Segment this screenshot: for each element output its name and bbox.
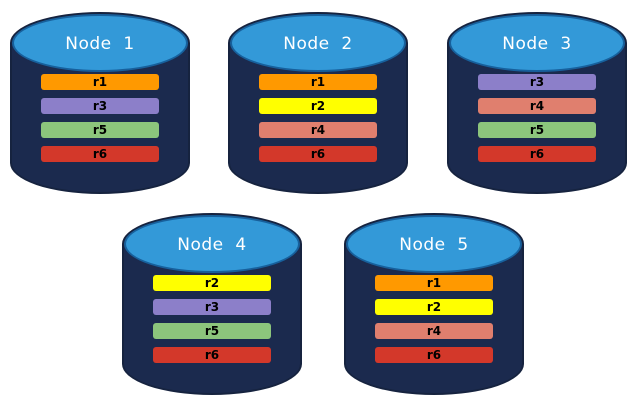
database-cylinder-node-3[interactable]: Node 3 r3 r4 r5 r6 — [447, 12, 627, 194]
replica-bar-r3[interactable]: r3 — [40, 98, 160, 114]
replica-bar-r1[interactable]: r1 — [374, 275, 494, 291]
replica-bar-r4[interactable]: r4 — [374, 323, 494, 339]
replica-bar-r2[interactable]: r2 — [152, 275, 272, 291]
replica-bar-r5[interactable]: r5 — [152, 323, 272, 339]
replica-bar-r2[interactable]: r2 — [258, 98, 378, 114]
replica-list: r2 r3 r5 r6 — [122, 275, 302, 363]
replica-bar-r5[interactable]: r5 — [477, 122, 597, 138]
node-label: Node 3 — [502, 34, 572, 54]
replica-list: r1 r2 r4 r6 — [228, 74, 408, 162]
replica-bar-r2[interactable]: r2 — [374, 299, 494, 315]
replica-bar-r6[interactable]: r6 — [258, 146, 378, 162]
replica-bar-r1[interactable]: r1 — [40, 74, 160, 90]
replica-bar-r6[interactable]: r6 — [477, 146, 597, 162]
replica-bar-r4[interactable]: r4 — [477, 98, 597, 114]
cylinder-top-ellipse-icon — [124, 215, 300, 273]
database-cylinder-node-2[interactable]: Node 2 r1 r2 r4 r6 — [228, 12, 408, 194]
cylinder-top-ellipse-icon — [12, 14, 188, 72]
replica-list: r1 r3 r5 r6 — [10, 74, 190, 162]
replica-bar-r3[interactable]: r3 — [477, 74, 597, 90]
replica-list: r1 r2 r4 r6 — [344, 275, 524, 363]
replica-bar-r6[interactable]: r6 — [40, 146, 160, 162]
replica-bar-r6[interactable]: r6 — [374, 347, 494, 363]
replica-bar-r3[interactable]: r3 — [152, 299, 272, 315]
replica-bar-r6[interactable]: r6 — [152, 347, 272, 363]
database-cylinder-node-1[interactable]: Node 1 r1 r3 r5 r6 — [10, 12, 190, 194]
replica-bar-r5[interactable]: r5 — [40, 122, 160, 138]
cylinder-top-ellipse-icon — [346, 215, 522, 273]
node-label: Node 1 — [65, 34, 135, 54]
node-label: Node 5 — [399, 235, 469, 255]
replica-bar-r4[interactable]: r4 — [258, 122, 378, 138]
database-cylinder-node-5[interactable]: Node 5 r1 r2 r4 r6 — [344, 213, 524, 395]
replica-bar-r1[interactable]: r1 — [258, 74, 378, 90]
database-cylinder-node-4[interactable]: Node 4 r2 r3 r5 r6 — [122, 213, 302, 395]
cylinder-top-ellipse-icon — [449, 14, 625, 72]
node-label: Node 4 — [177, 235, 247, 255]
replica-list: r3 r4 r5 r6 — [447, 74, 627, 162]
cylinder-top-ellipse-icon — [230, 14, 406, 72]
node-label: Node 2 — [283, 34, 353, 54]
